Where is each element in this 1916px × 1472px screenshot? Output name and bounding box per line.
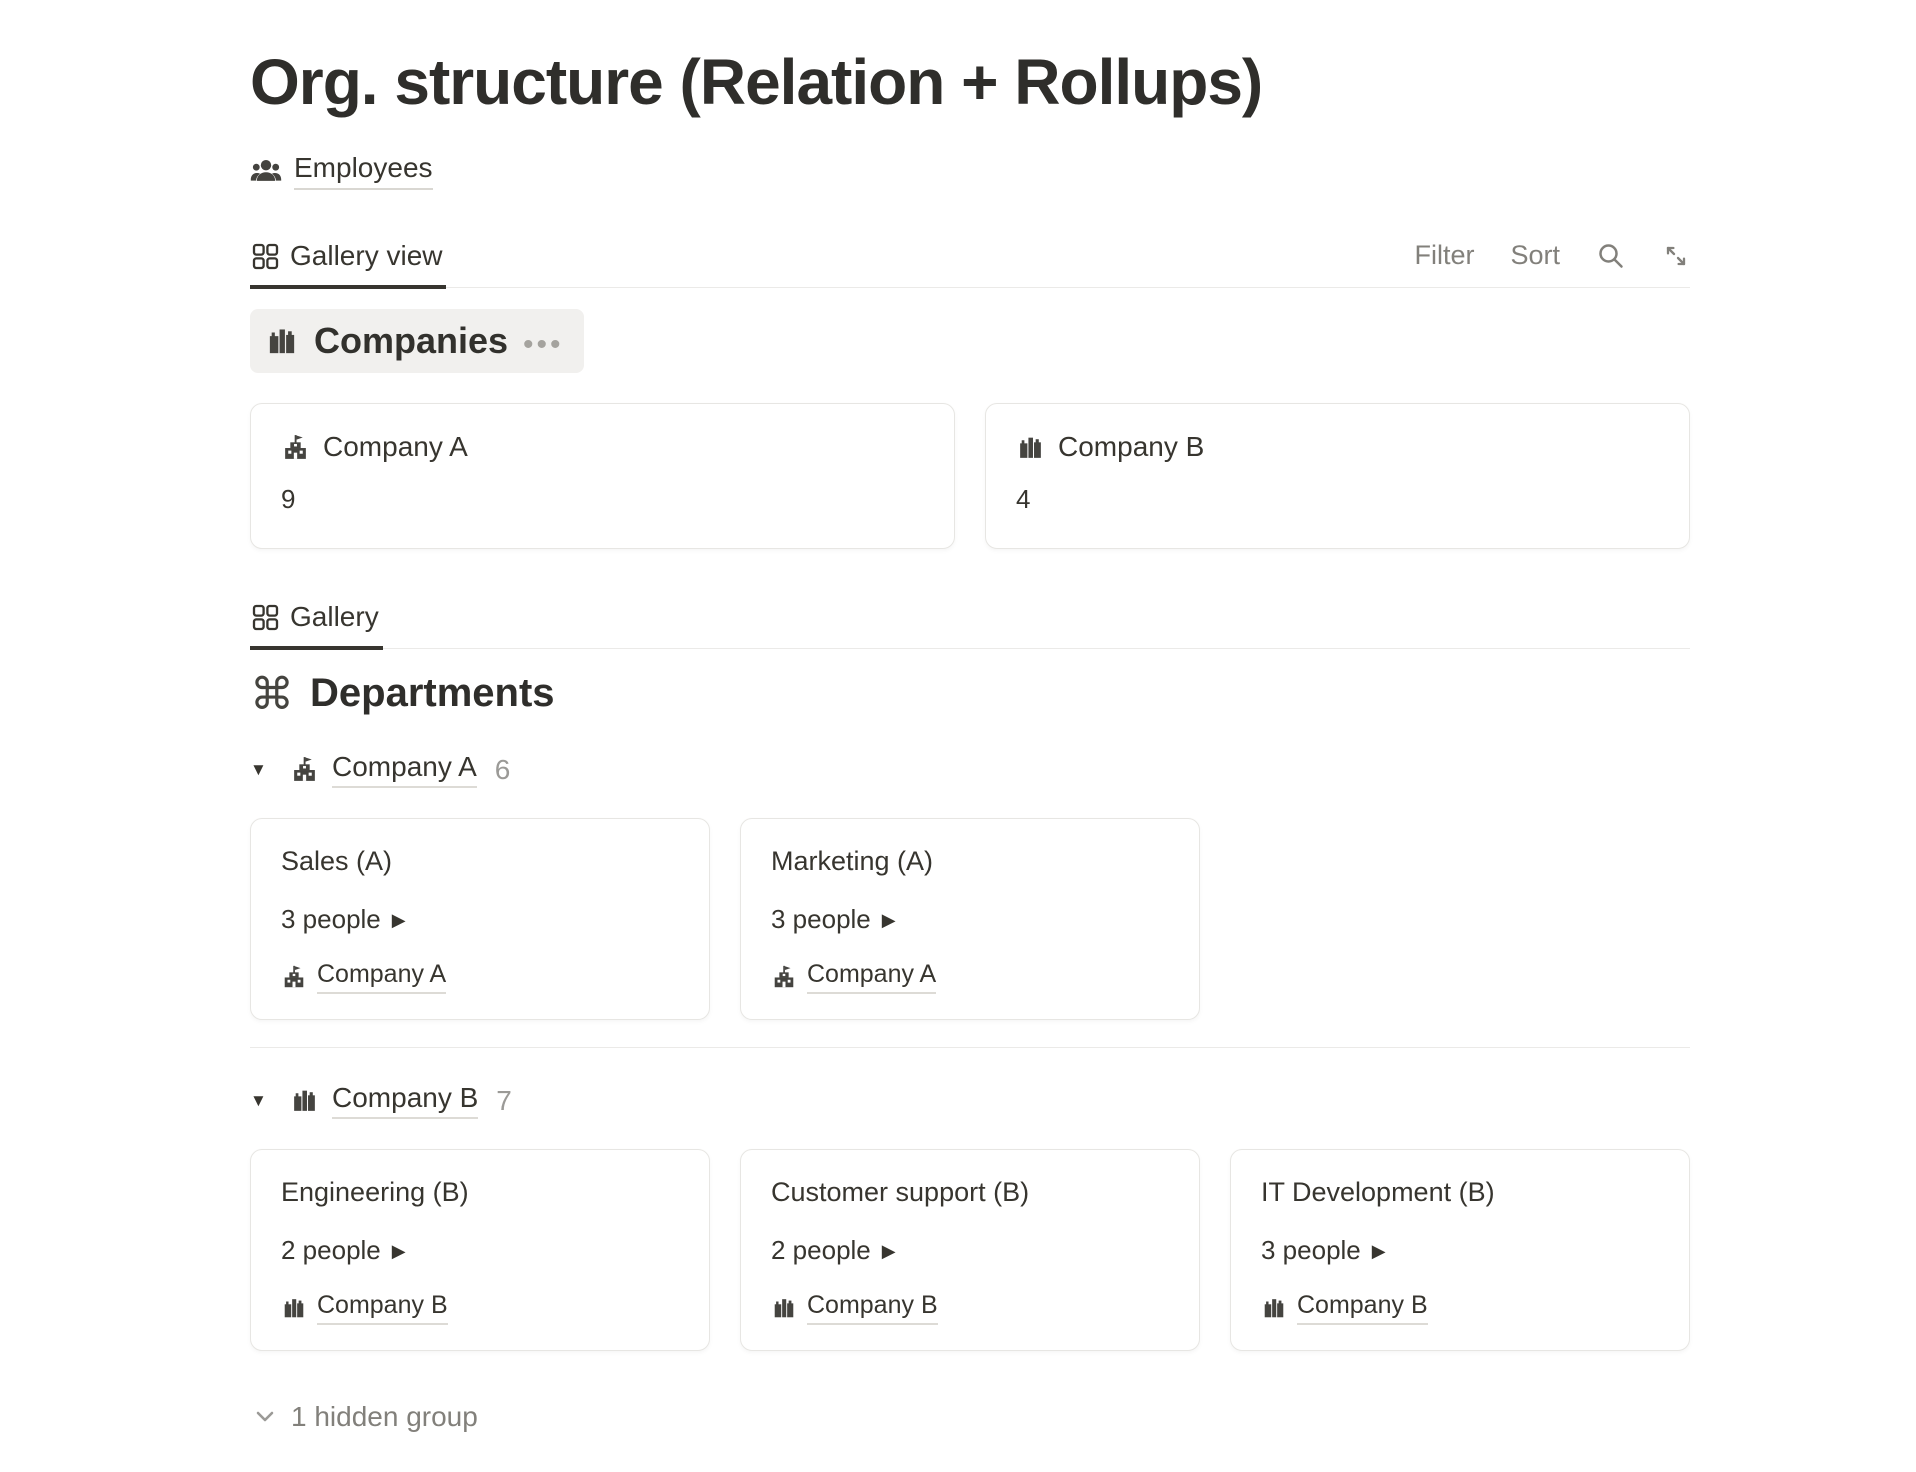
gallery-grid-icon [252,604,279,631]
company-card-count: 9 [281,484,296,514]
group-name-link[interactable]: Company B [332,1082,479,1119]
page-content: Org. structure (Relation + Rollups) Empl… [250,46,1690,1433]
group-header-company-a: ▼ Company A 6 [250,751,1690,788]
group-header-company-b: ▼ Company B 7 [250,1082,1690,1119]
people-count: 3 people [281,904,381,934]
school-building-icon [771,964,797,990]
more-options-icon[interactable]: ••• [523,328,564,361]
filter-button[interactable]: Filter [1414,240,1475,270]
city-buildings-icon [290,1086,319,1115]
people-count: 3 people [1261,1235,1361,1265]
dept-card-marketing-a[interactable]: Marketing (A) 3 people ▶ [740,818,1200,1020]
city-buildings-icon [1261,1295,1287,1321]
dept-card-it-development-b[interactable]: IT Development (B) 3 people ▶ Company B [1230,1149,1690,1351]
expand-play-icon[interactable]: ▶ [881,909,896,930]
expand-play-icon[interactable]: ▶ [881,1240,896,1261]
dept-card-title: Marketing (A) [771,846,934,876]
expand-icon[interactable] [1662,242,1690,270]
expand-play-icon[interactable]: ▶ [391,909,406,930]
company-card-b[interactable]: Company B 4 [985,403,1690,549]
tab-gallery[interactable]: Gallery [250,595,383,650]
city-buildings-icon [771,1295,797,1321]
tab-gallery-view-label: Gallery view [290,240,443,271]
command-icon: ⌘ [250,670,294,719]
search-icon[interactable] [1596,241,1626,271]
company-card-title: Company A [323,431,468,462]
companies-group-row: Companies ••• [250,288,1690,373]
collapse-triangle-icon[interactable]: ▼ [250,1090,267,1110]
companies-group-label: Companies [314,320,509,361]
employees-link-label: Employees [294,152,433,190]
tab-gallery-view[interactable]: Gallery view [250,234,447,289]
departments-heading: ⌘ Departments [250,669,1690,717]
gallery-grid-icon [252,243,279,270]
group-a-cards-row: Sales (A) 3 people ▶ [250,818,1690,1020]
group-name-link[interactable]: Company A [332,751,477,788]
dept-card-title: Engineering (B) [281,1177,469,1207]
school-building-icon [290,755,319,784]
hidden-group-toggle[interactable]: 1 hidden group [250,1401,1690,1433]
company-relation-link[interactable]: Company B [317,1291,448,1325]
page-title: Org. structure (Relation + Rollups) [250,46,1263,118]
sort-button[interactable]: Sort [1510,240,1560,270]
company-card-a[interactable]: Company A 9 [250,403,955,549]
tab-gallery-label: Gallery [290,601,379,632]
dept-card-sales-a[interactable]: Sales (A) 3 people ▶ [250,818,710,1020]
group-b-cards-row: Engineering (B) 2 people ▶ Company B [250,1149,1690,1351]
people-count: 3 people [771,904,871,934]
departments-title: Departments [310,670,555,715]
companies-cards-row: Company A 9 Company B 4 [250,403,1690,549]
group-divider [250,1047,1690,1048]
view-tabbar: Gallery view Filter Sort [250,234,1690,289]
departments-tabbar: Gallery [250,595,1690,650]
expand-play-icon[interactable]: ▶ [391,1240,406,1261]
city-buildings-icon [281,1295,307,1321]
collapse-triangle-icon[interactable]: ▼ [250,759,267,779]
dept-card-title: Customer support (B) [771,1177,1030,1207]
people-group-icon [250,155,282,187]
dept-card-title: IT Development (B) [1261,1177,1495,1207]
company-card-title: Company B [1058,431,1205,462]
hidden-group-label: 1 hidden group [291,1401,478,1432]
school-building-icon [281,433,310,462]
employees-link[interactable]: Employees [250,152,433,190]
chevron-down-icon [250,1402,280,1432]
company-relation-link[interactable]: Company A [807,960,937,994]
company-relation-link[interactable]: Company B [1297,1291,1428,1325]
expand-play-icon[interactable]: ▶ [1371,1240,1386,1261]
companies-group-pill[interactable]: Companies ••• [250,309,584,373]
dept-card-engineering-b[interactable]: Engineering (B) 2 people ▶ Company B [250,1149,710,1351]
city-buildings-icon [265,324,299,358]
company-card-count: 4 [1016,484,1031,514]
people-count: 2 people [771,1235,871,1265]
company-relation-link[interactable]: Company A [317,960,447,994]
group-count: 6 [494,753,511,785]
dept-card-title: Sales (A) [281,846,393,876]
school-building-icon [281,964,307,990]
company-relation-link[interactable]: Company B [807,1291,938,1325]
city-buildings-icon [1016,433,1045,462]
dept-card-customer-support-b[interactable]: Customer support (B) 2 people ▶ Company … [740,1149,1200,1351]
people-count: 2 people [281,1235,381,1265]
group-count: 7 [496,1084,512,1116]
view-toolbar-right: Filter Sort [1414,240,1690,287]
